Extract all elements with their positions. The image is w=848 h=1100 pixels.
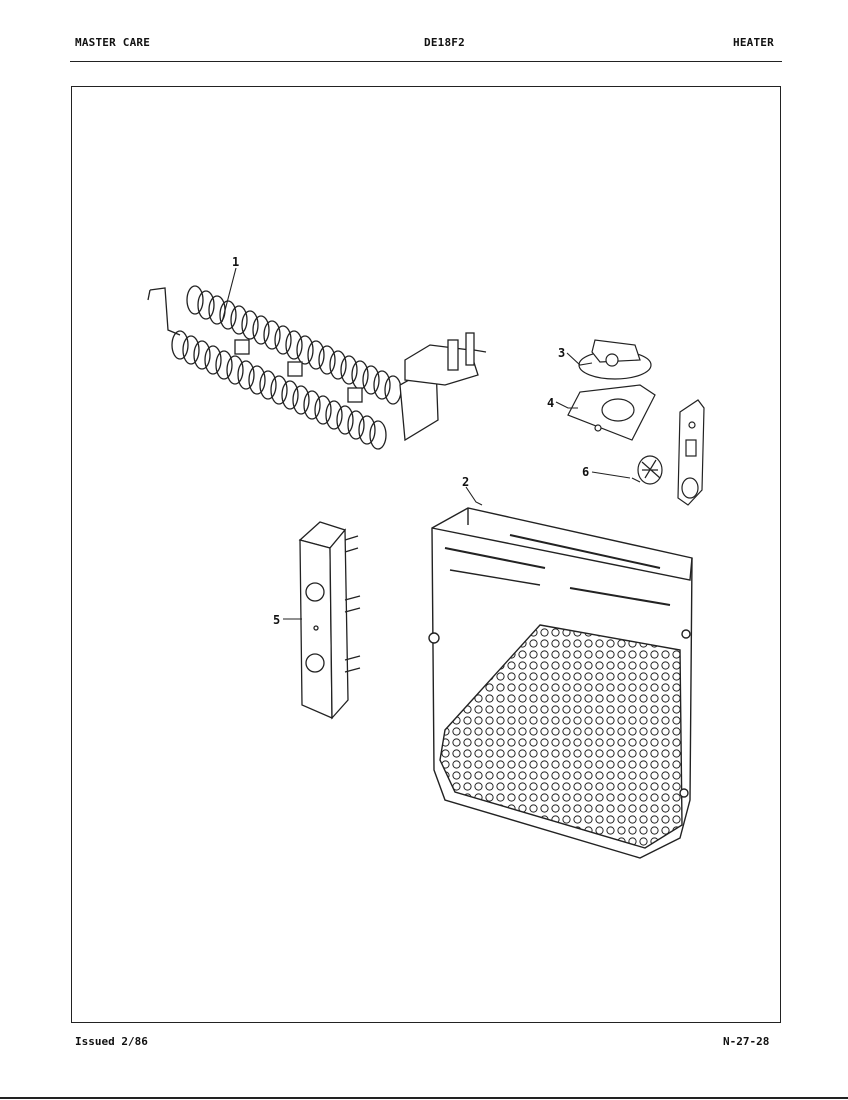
callout-part-2: 2 xyxy=(462,475,469,489)
header-brand: MASTER CARE xyxy=(75,36,151,49)
footer-issue-date: Issued 2/86 xyxy=(75,1035,148,1048)
diagram-frame xyxy=(71,86,781,1023)
thermostat xyxy=(578,339,652,380)
heater-duct-housing xyxy=(428,507,693,859)
fuse-mounting-plate xyxy=(677,399,705,506)
thermostat-bracket xyxy=(567,384,656,441)
header-model-number: DE18F2 xyxy=(424,36,465,49)
header-section-title: HEATER xyxy=(733,36,774,49)
terminal-block xyxy=(298,521,361,720)
heating-element-coil xyxy=(147,285,487,450)
page-bottom-rule xyxy=(0,1097,848,1099)
callout-part-6: 6 xyxy=(582,465,589,479)
callout-part-4: 4 xyxy=(547,396,554,410)
header-rule xyxy=(70,61,782,62)
callout-part-5: 5 xyxy=(273,613,280,627)
thermal-fuse xyxy=(631,455,663,485)
footer-page-code: N-27-28 xyxy=(723,1035,770,1048)
callout-part-3: 3 xyxy=(558,346,565,360)
callout-leaders xyxy=(221,267,631,620)
callout-part-1: 1 xyxy=(232,255,239,269)
